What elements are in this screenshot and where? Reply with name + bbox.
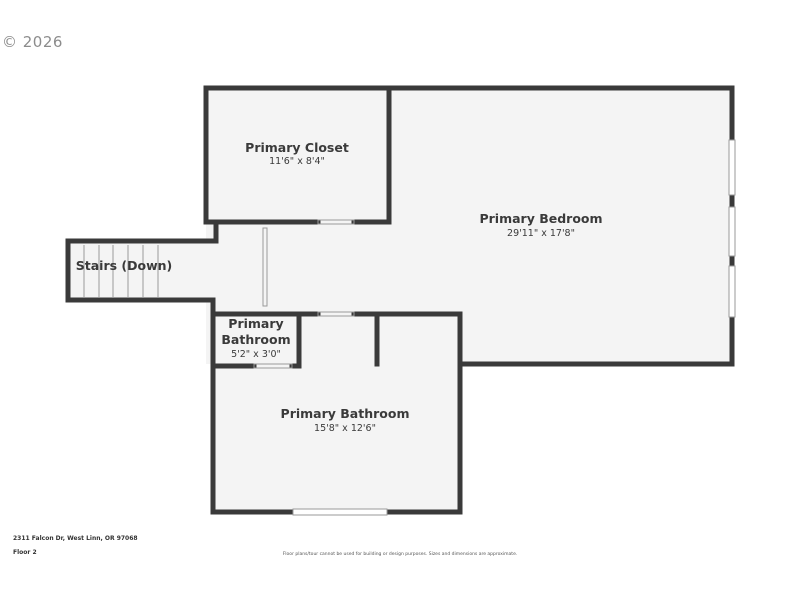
room-dims-primary-bedroom: 29'11" x 17'8" bbox=[507, 228, 575, 239]
door-openings bbox=[253, 219, 355, 369]
room-dims-small-bathroom: 5'2" x 3'0" bbox=[231, 349, 281, 360]
floor-fill bbox=[68, 88, 732, 512]
windows bbox=[292, 139, 736, 516]
property-address: 2311 Falcon Dr, West Linn, OR 97068 bbox=[13, 535, 138, 542]
room-label-small-bathroom-line1: Primary bbox=[228, 316, 283, 331]
copyright-mark: © 2026 bbox=[2, 33, 63, 51]
room-dims-primary-closet: 11'6" x 8'4" bbox=[269, 156, 325, 167]
room-label-primary-closet: Primary Closet bbox=[245, 140, 349, 155]
floor-label: Floor 2 bbox=[13, 549, 37, 556]
room-label-small-bathroom-line2: Bathroom bbox=[221, 332, 290, 347]
disclaimer-text: Floor plans/tour cannot be used for buil… bbox=[282, 552, 518, 557]
walls bbox=[65, 85, 735, 515]
room-label-stairs: Stairs (Down) bbox=[76, 258, 173, 273]
stair-treads bbox=[83, 245, 159, 297]
room-label-primary-bathroom: Primary Bathroom bbox=[281, 406, 410, 421]
room-label-primary-bedroom: Primary Bedroom bbox=[479, 211, 602, 226]
room-dims-primary-bathroom: 15'8" x 12'6" bbox=[314, 423, 376, 434]
